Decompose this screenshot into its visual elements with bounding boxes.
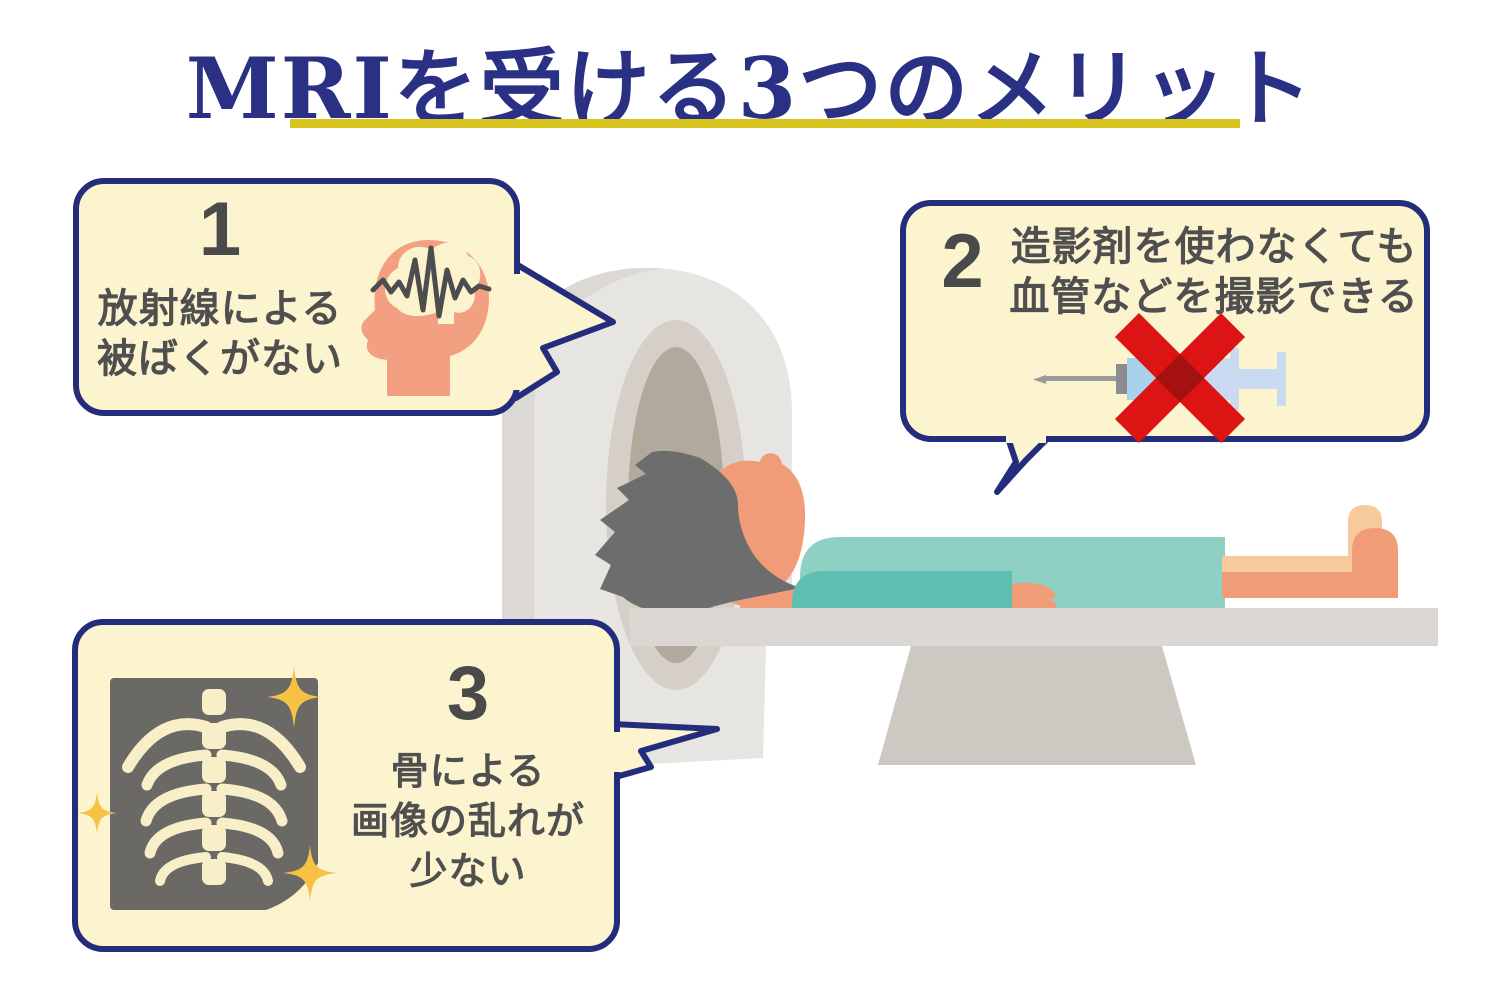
no-contrast-syringe-icon — [1033, 312, 1286, 444]
ribcage — [122, 718, 306, 886]
benefit-1-number: 1 — [198, 187, 242, 272]
patient — [595, 450, 1398, 610]
scanner-table — [630, 608, 1438, 646]
table-pedestal — [878, 646, 1196, 765]
patient-hair — [595, 450, 800, 610]
benefit-2-number: 2 — [941, 219, 984, 304]
benefit-3-number: 3 — [446, 651, 490, 736]
spine — [202, 689, 226, 885]
red-cross-icon — [1114, 312, 1246, 444]
patient-foot — [1352, 528, 1398, 598]
head-brainwave-icon — [361, 240, 492, 396]
benefit-3-text: 骨による 画像の乱れが 少ない — [350, 751, 585, 893]
film-corner-curl — [266, 863, 318, 910]
patient-arm — [792, 571, 1012, 608]
xray-film-icon — [77, 666, 337, 910]
patient-leg — [1222, 572, 1366, 598]
benefit-1-text: 放射線による 被ばくがない — [97, 287, 343, 381]
benefit-2-text: 造影剤を使わなくても 血管などを撮影できる — [1009, 225, 1419, 319]
bubble-2-shape — [900, 200, 1430, 495]
title-underline — [290, 119, 1240, 128]
patient-upper-leg — [1222, 556, 1362, 574]
sparkles — [77, 666, 337, 901]
patient-hand — [1012, 582, 1057, 608]
